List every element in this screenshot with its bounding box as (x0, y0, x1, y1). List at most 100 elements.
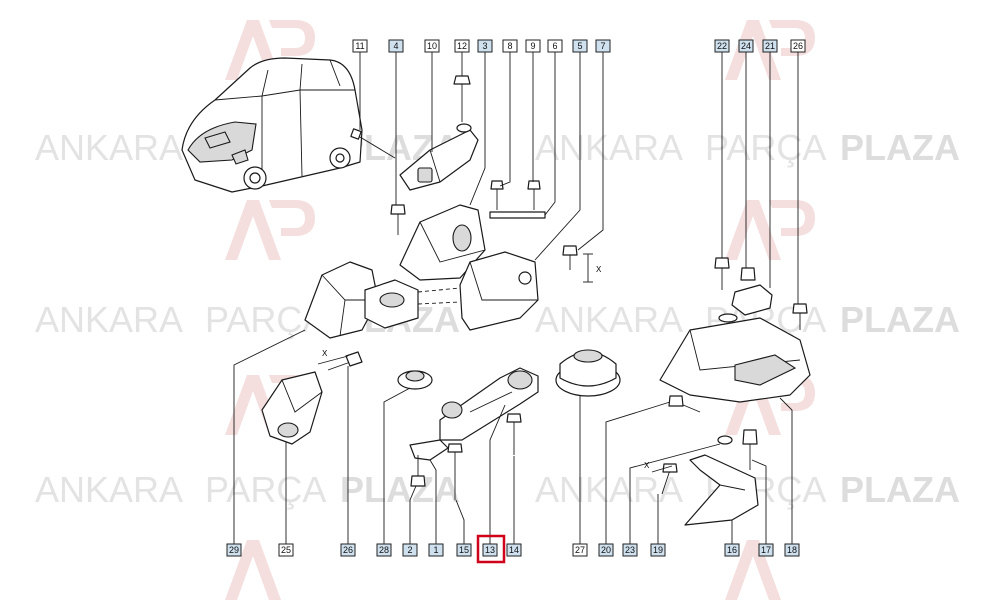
callout-number: 28 (379, 545, 389, 555)
callout-box (650, 543, 666, 557)
dimension-label: X (596, 265, 602, 274)
callout-number: 3 (482, 41, 487, 51)
callout-number: 14 (509, 545, 519, 555)
callout-9[interactable]: 9 (525, 39, 541, 53)
callout-number: 2 (407, 545, 412, 555)
callout-2[interactable]: 2 (402, 543, 418, 557)
callout-box (714, 39, 730, 53)
callout-5[interactable]: 5 (572, 39, 588, 53)
callout-box (506, 543, 522, 557)
watermark-logo-bottom-right (725, 540, 781, 600)
callout-number: 4 (393, 41, 398, 51)
callout-number: 29 (229, 545, 239, 555)
watermark-word-ankara: ANKARA (535, 127, 683, 168)
callout-number: 21 (765, 41, 775, 51)
callout-box (482, 543, 498, 557)
watermark-word-plaza: PLAZA (340, 469, 460, 510)
callout-12[interactable]: 12 (454, 39, 470, 53)
callout-26[interactable]: 26 (340, 543, 356, 557)
callout-number: 1 (433, 545, 438, 555)
callout-21[interactable]: 21 (762, 39, 778, 53)
lower-gearbox-arm (661, 395, 759, 526)
callout-box (278, 543, 294, 557)
watermark-logo-bottom-left (225, 540, 281, 600)
callout-box (790, 39, 806, 53)
callout-box (572, 39, 588, 53)
watermark-word-ankara: ANKARA (535, 299, 683, 340)
callout-box (340, 543, 356, 557)
callout-number: 25 (281, 545, 291, 555)
watermark-logo-mid-left (225, 200, 315, 260)
left-mount-block (304, 261, 461, 339)
callout-7[interactable]: 7 (595, 39, 611, 53)
callout-number: 5 (577, 41, 582, 51)
callout-number: 15 (459, 545, 469, 555)
gearbox-mount-cradle (659, 257, 811, 403)
callout-number: 16 (727, 545, 737, 555)
callout-number: 23 (625, 545, 635, 555)
callout-box (762, 39, 778, 53)
callout-number: 20 (601, 545, 611, 555)
callout-box (724, 543, 740, 557)
callout-28[interactable]: 28 (376, 543, 392, 557)
callout-24[interactable]: 24 (738, 39, 754, 53)
watermark-logo-low-right (725, 375, 815, 435)
watermark-word-ankara: ANKARA (35, 299, 183, 340)
callout-box (595, 39, 611, 53)
watermark-word-plaza: PLAZA (840, 469, 960, 510)
callout-3[interactable]: 3 (477, 39, 493, 53)
callout-25[interactable]: 25 (278, 543, 294, 557)
car-thumbnail (181, 57, 363, 193)
callout-box (547, 39, 563, 53)
callout-box (226, 543, 242, 557)
callout-number: 12 (457, 41, 467, 51)
callout-4[interactable]: 4 (388, 39, 404, 53)
callout-6[interactable]: 6 (547, 39, 563, 53)
callout-1[interactable]: 1 (428, 543, 444, 557)
callout-box (477, 39, 493, 53)
callout-box (525, 39, 541, 53)
callout-26[interactable]: 26 (790, 39, 806, 53)
callout-box (598, 543, 614, 557)
callout-number: 13 (485, 545, 495, 555)
callout-20[interactable]: 20 (598, 543, 614, 557)
callout-number: 22 (717, 41, 727, 51)
watermark-logo-mid-right (725, 200, 815, 260)
callout-box (738, 39, 754, 53)
callout-18[interactable]: 18 (784, 543, 800, 557)
callout-box (572, 543, 588, 557)
callout-number: 27 (575, 545, 585, 555)
callout-box (784, 543, 800, 557)
callout-8[interactable]: 8 (502, 39, 518, 53)
callout-box (502, 39, 518, 53)
callout-14[interactable]: 14 (506, 543, 522, 557)
callout-15[interactable]: 15 (456, 543, 472, 557)
callout-29[interactable]: 29 (226, 543, 242, 557)
callout-number: 19 (653, 545, 663, 555)
callout-23[interactable]: 23 (622, 543, 638, 557)
rubber-cup-27 (555, 349, 621, 397)
callout-box (456, 543, 472, 557)
callout-number: 24 (741, 41, 751, 51)
callout-number: 18 (787, 545, 797, 555)
callout-17[interactable]: 17 (758, 543, 774, 557)
callout-27[interactable]: 27 (572, 543, 588, 557)
dimension-mark-left: X (317, 349, 349, 365)
lower-left-mount (261, 351, 363, 445)
callout-13[interactable]: 13 (482, 543, 498, 557)
callout-22[interactable]: 22 (714, 39, 730, 53)
callout-11[interactable]: 11 (352, 39, 368, 53)
callout-10[interactable]: 10 (424, 39, 440, 53)
callout-number: 26 (793, 41, 803, 51)
engine-mount-main-bracket (390, 180, 578, 331)
callout-box (376, 543, 392, 557)
watermark-word-plaza: PLAZA (840, 127, 960, 168)
callout-box (352, 39, 368, 53)
watermark-word-parca: PARÇA (705, 127, 826, 168)
callout-16[interactable]: 16 (724, 543, 740, 557)
callout-box (758, 543, 774, 557)
callout-19[interactable]: 19 (650, 543, 666, 557)
watermark-logos (225, 20, 815, 600)
